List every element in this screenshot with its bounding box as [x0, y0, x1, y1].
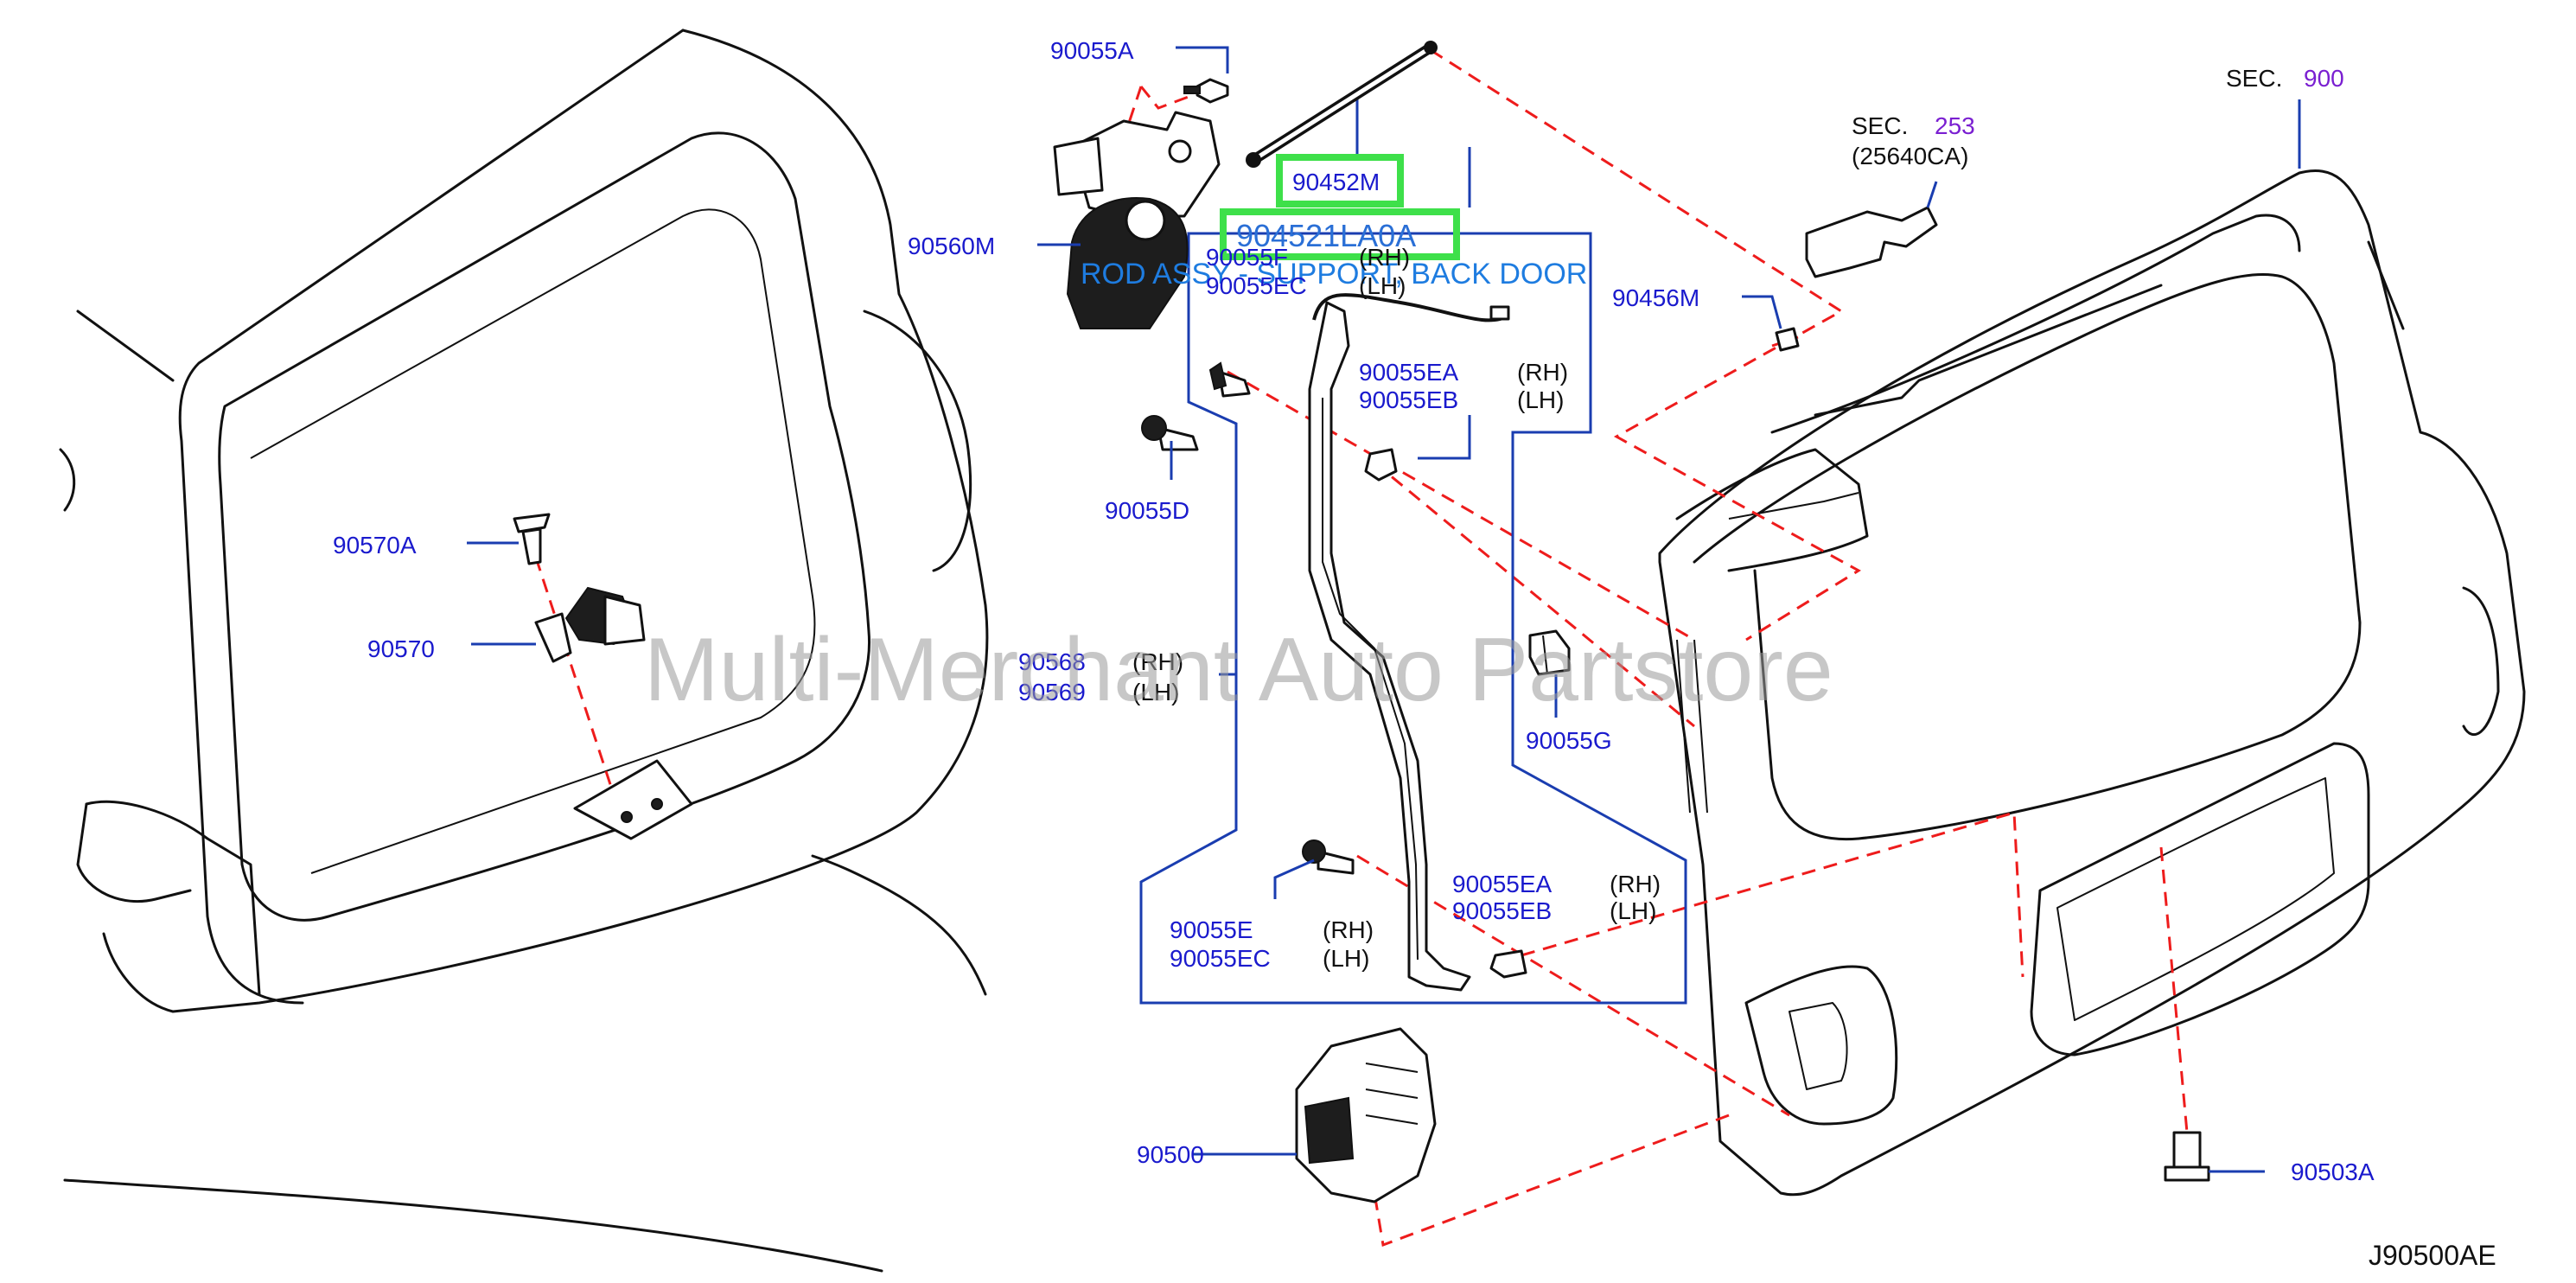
- label-90055EC-top-side: (LH): [1359, 272, 1406, 299]
- screw-90055E-top[interactable]: [1208, 361, 1251, 398]
- diagram-code: J90500AE: [2369, 1240, 2496, 1271]
- highlight-box-part-number[interactable]: [1276, 154, 1404, 207]
- screw-90570A[interactable]: [513, 513, 551, 565]
- guide-rail[interactable]: [1308, 301, 1471, 992]
- label-90569-side: (LH): [1132, 679, 1179, 705]
- label-90055EC-top[interactable]: 90055EC: [1206, 272, 1307, 299]
- vehicle-body-outline: [59, 29, 989, 1273]
- label-90570[interactable]: 90570: [367, 635, 435, 662]
- label-part-description: ROD ASSY - SUPPORT, BACK DOOR: [1081, 258, 1587, 290]
- label-sec253-prefix: SEC.: [1852, 112, 1908, 139]
- label-90456M[interactable]: 90456M: [1612, 284, 1699, 311]
- label-90055EC-bottom-side: (LH): [1323, 945, 1369, 972]
- label-90055A[interactable]: 90055A: [1050, 37, 1134, 64]
- back-door-motor-assembly[interactable]: [1053, 111, 1221, 329]
- label-90055F[interactable]: 90055F: [1206, 244, 1288, 271]
- label-90055EC-bottom[interactable]: 90055EC: [1170, 945, 1271, 972]
- screw-90055E-bottom[interactable]: [1302, 839, 1355, 875]
- label-90500[interactable]: 90500: [1137, 1141, 1204, 1168]
- label-90055F-side: (RH): [1359, 244, 1410, 271]
- label-90055EA-top-side: (RH): [1517, 359, 1568, 386]
- label-sec253-sub: (25640CA): [1852, 143, 1968, 169]
- label-90568[interactable]: 90568: [1018, 648, 1086, 675]
- label-90055D[interactable]: 90055D: [1105, 497, 1189, 524]
- label-90560M[interactable]: 90560M: [908, 233, 995, 259]
- clip-90055EA-top[interactable]: [1364, 448, 1398, 482]
- clip-90456M[interactable]: [1775, 327, 1800, 352]
- door-lock-actuator-90500[interactable]: [1295, 1027, 1437, 1203]
- label-sec900-number[interactable]: 900: [2304, 65, 2344, 92]
- screw-90055D[interactable]: [1141, 415, 1199, 451]
- label-90055E[interactable]: 90055E: [1170, 916, 1253, 943]
- highlight-box-oem-number[interactable]: [1220, 208, 1460, 260]
- clip-90055G[interactable]: [1528, 629, 1571, 676]
- watermark: Multi-Merchant Auto Partstore: [644, 620, 1833, 720]
- striker-bracket[interactable]: [573, 759, 693, 840]
- bracket-sec253[interactable]: [1805, 206, 1938, 278]
- label-90055EA-top[interactable]: 90055EA: [1359, 359, 1459, 386]
- label-90055EB-bottom-side: (LH): [1610, 897, 1656, 924]
- label-90569[interactable]: 90569: [1018, 679, 1086, 705]
- label-90055G[interactable]: 90055G: [1526, 727, 1612, 754]
- label-90055EA-bottom-side: (RH): [1610, 871, 1661, 897]
- label-90503A[interactable]: 90503A: [2291, 1159, 2375, 1185]
- support-rod[interactable]: [1246, 41, 1438, 168]
- label-sec253-number[interactable]: 253: [1935, 112, 1975, 139]
- label-90055EB-bottom[interactable]: 90055EB: [1452, 897, 1552, 924]
- part-labels: 90055A 90560M 90452M 904521LA0A ROD ASSY…: [333, 37, 2496, 1271]
- striker-90570[interactable]: [534, 586, 646, 663]
- bolt-90503A[interactable]: [2164, 1131, 2210, 1182]
- leader-lines: [467, 46, 2301, 1173]
- label-90055EB-top-side: (LH): [1517, 386, 1564, 413]
- bolt-90055A[interactable]: [1183, 78, 1229, 104]
- label-oem-number[interactable]: 904521LA0A: [1236, 218, 1416, 253]
- bracket-groups: [1139, 99, 1687, 1005]
- label-90055EA-bottom[interactable]: 90055EA: [1452, 871, 1553, 897]
- label-sec900-prefix: SEC.: [2226, 65, 2282, 92]
- harness-cable[interactable]: [1312, 293, 1510, 322]
- label-90570A[interactable]: 90570A: [333, 532, 417, 559]
- back-door-outline: [1658, 169, 2526, 1197]
- label-90055E-side: (RH): [1323, 916, 1374, 943]
- label-90452M[interactable]: 90452M: [1292, 169, 1380, 195]
- label-90055EB-top[interactable]: 90055EB: [1359, 386, 1458, 413]
- label-90568-side: (RH): [1132, 648, 1183, 675]
- clip-90055EA-bottom[interactable]: [1489, 949, 1527, 979]
